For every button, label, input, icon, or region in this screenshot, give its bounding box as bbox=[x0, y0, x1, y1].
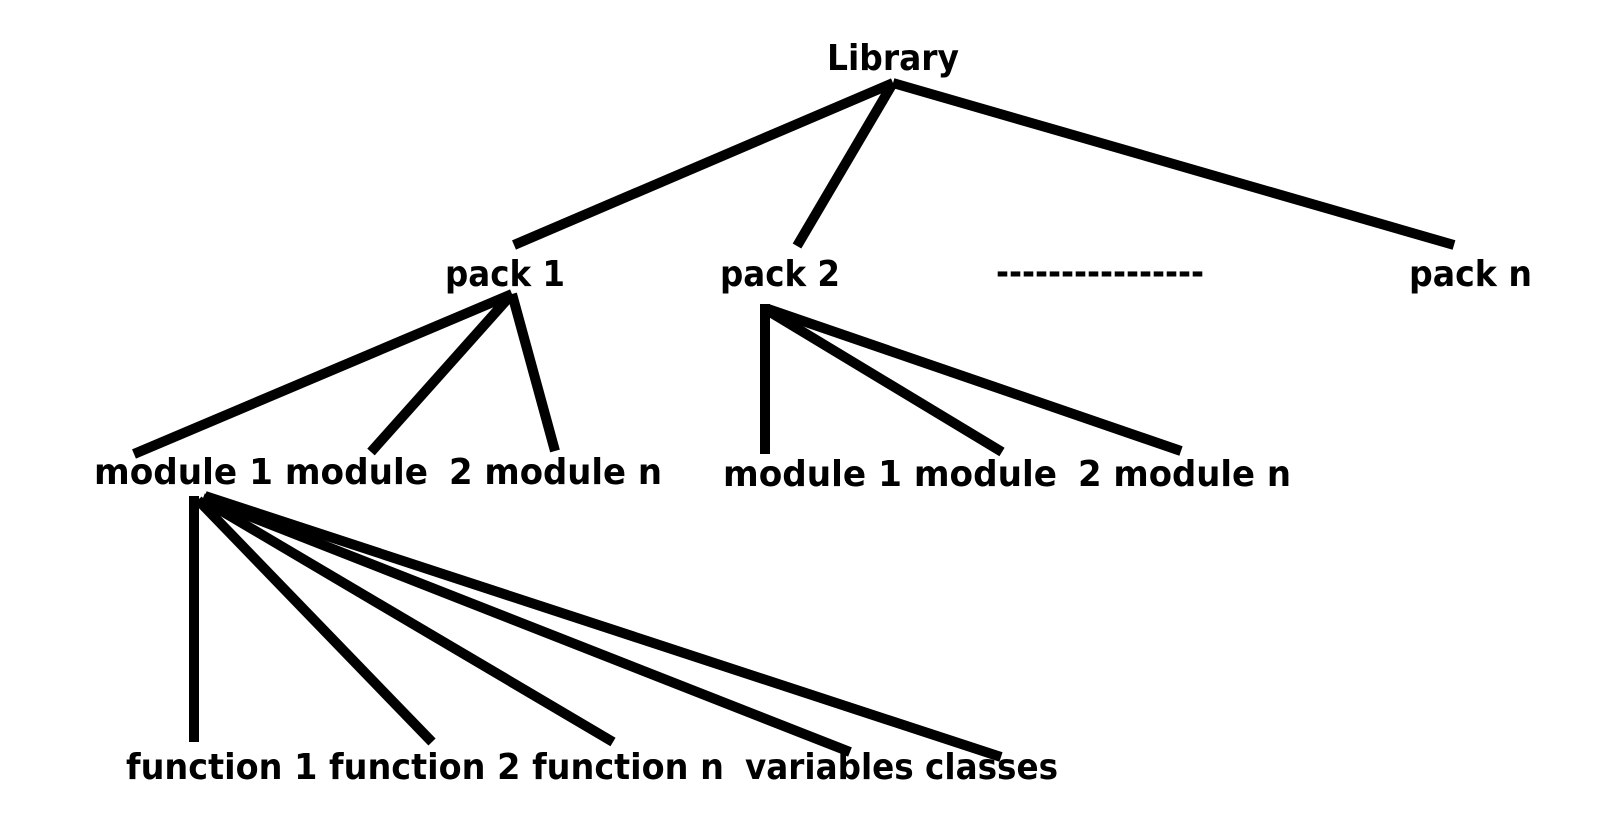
pack-2-modules-label-b: 2 module n bbox=[1078, 454, 1291, 495]
edge-module-1-function-n bbox=[200, 495, 616, 747]
pack-2-modules-label-a: module 1 module bbox=[723, 454, 1057, 495]
edge-library-pack-n bbox=[891, 78, 1456, 250]
edge-pack-1-module-n bbox=[507, 292, 560, 453]
pack-1-modules-label-b: 2 module n bbox=[449, 452, 662, 493]
edge-library-pack-2 bbox=[792, 80, 898, 249]
node-library: Library bbox=[827, 38, 959, 79]
edge-module-1-variables bbox=[201, 493, 852, 757]
node-pack-n: pack n bbox=[1409, 254, 1532, 295]
node-pack-1: pack 1 bbox=[445, 254, 565, 295]
ellipsis-more-packs: ---------------- bbox=[996, 252, 1204, 293]
edge-pack-2-module-2 bbox=[762, 304, 1005, 457]
edge-pack-1-module-1 bbox=[132, 289, 514, 459]
pack-1-modules-label-a: module 1 module bbox=[94, 452, 428, 493]
node-pack-2: pack 2 bbox=[720, 254, 840, 295]
edge-pack-1-module-2 bbox=[367, 290, 516, 456]
edge-module-1-classes bbox=[203, 491, 1003, 762]
edge-library-pack-1 bbox=[512, 78, 895, 250]
module-1-functions-label: function 1 function 2 function n bbox=[126, 747, 724, 788]
edge-module-1-function-2 bbox=[194, 496, 436, 746]
module-1-variables-classes-label: variables classes bbox=[745, 747, 1058, 788]
edge-pack-2-module-n bbox=[766, 304, 1183, 456]
